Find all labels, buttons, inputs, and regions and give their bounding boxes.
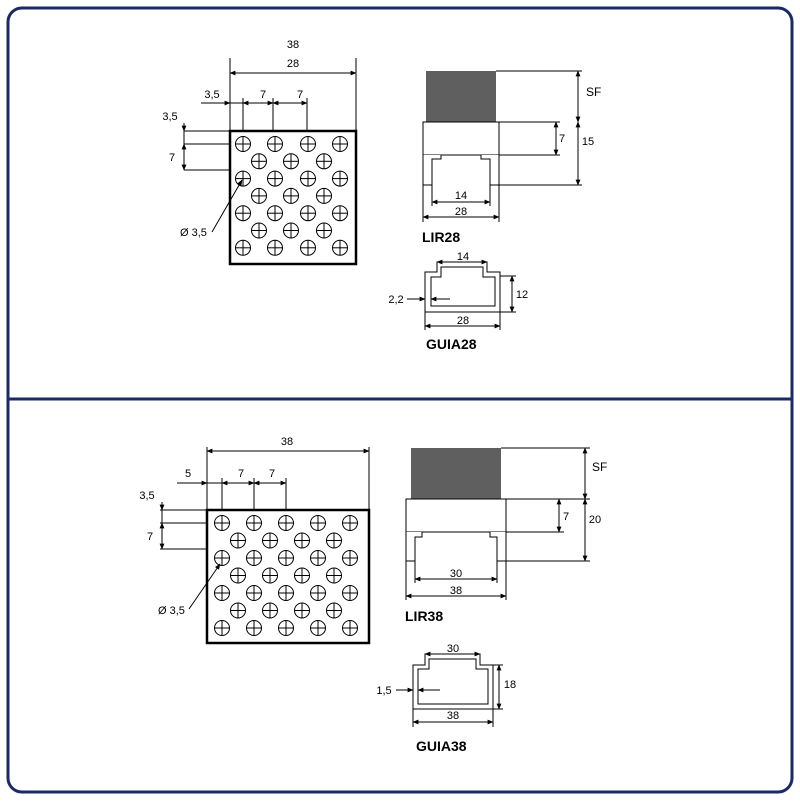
bottom-guide-labels: 30 18 1,5 38 GUIA38 <box>376 643 516 754</box>
top-guide-title: GUIA28 <box>426 336 477 352</box>
top-profile-dim-14: 14 <box>455 190 467 202</box>
top-plate-holes <box>235 136 348 256</box>
bottom-dim-7-vertical: 7 <box>147 531 153 543</box>
bottom-plate-drawing <box>159 447 371 645</box>
top-guide-dim-2-2: 2,2 <box>388 294 403 306</box>
bottom-dim-3-5-vertical: 3,5 <box>139 490 154 502</box>
top-dim-38: 38 <box>287 39 299 51</box>
bottom-profile-dim-30: 30 <box>450 568 462 580</box>
bottom-guide-dim-30: 30 <box>447 643 459 655</box>
bottom-guide-dim-38: 38 <box>447 710 459 722</box>
top-profile-dim-15: 15 <box>582 136 594 148</box>
bottom-plate-holes <box>214 515 358 636</box>
top-dim-3-5-horizontal: 3,5 <box>204 89 219 101</box>
top-dim-28: 28 <box>287 58 299 70</box>
bottom-profile-dim-20: 20 <box>589 514 601 526</box>
top-profile-drawing <box>422 70 582 222</box>
top-guide-drawing <box>407 259 516 330</box>
top-guide-labels: 14 12 2,2 28 GUIA28 <box>388 251 528 352</box>
top-guide-dim-12: 12 <box>516 289 528 301</box>
bottom-guide-title: GUIA38 <box>416 738 467 754</box>
bottom-guide-dim-18: 18 <box>504 679 516 691</box>
bottom-profile-dim-38: 38 <box>450 585 462 597</box>
bottom-dim-7-second: 7 <box>269 468 275 480</box>
top-dim-7-vertical: 7 <box>169 152 175 164</box>
top-plate-labels: 38 28 3,5 7 7 3,5 7 Ø 3,5 <box>162 39 303 239</box>
top-dim-7-first: 7 <box>260 89 266 101</box>
top-profile-title: LIR28 <box>422 229 460 245</box>
bottom-profile-drawing <box>405 447 590 600</box>
bottom-profile-dim-7: 7 <box>563 511 569 523</box>
top-profile-labels: SF 7 15 14 28 LIR28 <box>422 85 601 245</box>
bottom-dim-7-first: 7 <box>238 468 244 480</box>
bottom-guide-drawing <box>396 651 503 727</box>
top-profile-dim-28: 28 <box>455 206 467 218</box>
top-profile-gray-block <box>426 71 496 122</box>
top-guide-dim-14: 14 <box>457 251 469 263</box>
bottom-plate-labels: 38 5 7 7 3,5 7 Ø 3,5 <box>139 436 293 617</box>
top-hole-diameter: Ø 3,5 <box>180 227 207 239</box>
bottom-guide-dim-1-5: 1,5 <box>376 685 391 697</box>
bottom-profile-title: LIR38 <box>405 608 443 624</box>
bottom-hole-diameter: Ø 3,5 <box>158 605 185 617</box>
top-dim-3-5-vertical: 3,5 <box>162 111 177 123</box>
top-plate-drawing <box>181 58 358 266</box>
bottom-profile-gray-block <box>411 448 501 499</box>
top-profile-sf: SF <box>586 85 601 99</box>
top-profile-dim-7: 7 <box>559 133 565 145</box>
top-dim-7-second: 7 <box>297 89 303 101</box>
bottom-profile-sf: SF <box>592 460 607 474</box>
top-guide-dim-28: 28 <box>457 315 469 327</box>
bottom-dim-38: 38 <box>281 436 293 448</box>
bottom-dim-5: 5 <box>185 468 191 480</box>
bottom-profile-labels: SF 7 20 30 38 LIR38 <box>405 460 607 624</box>
